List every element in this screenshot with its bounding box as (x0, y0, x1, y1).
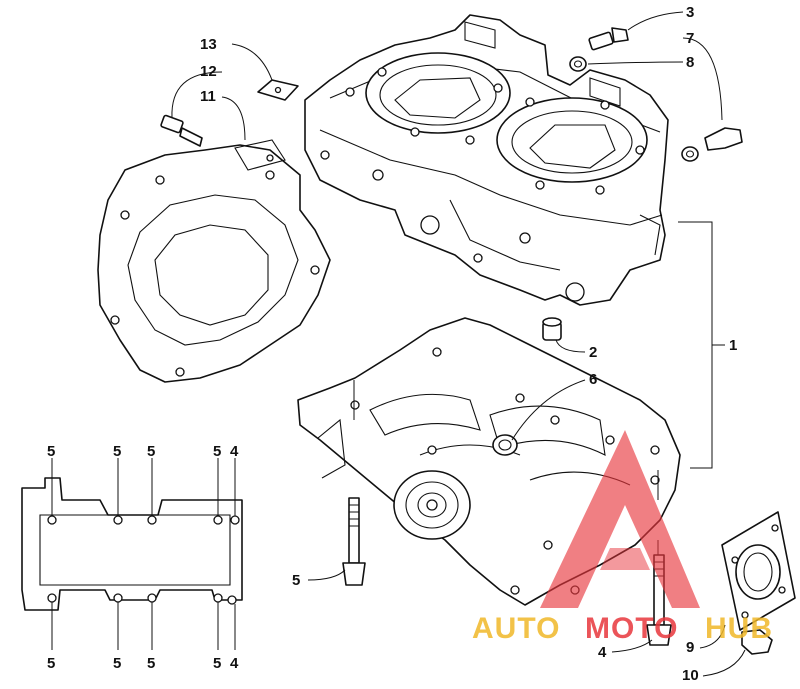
watermark-auto: AUTO (472, 612, 560, 645)
leader-lines (171, 11, 746, 677)
flange-plate-9 (721, 511, 796, 631)
callout-3: 3 (686, 4, 694, 21)
callout-9: 9 (686, 639, 694, 656)
callouts: 3 7 8 13 12 11 1 2 6 5 4 9 10 (200, 4, 737, 684)
callout-13: 13 (200, 36, 217, 53)
upper-crankcase (304, 14, 669, 306)
crankcase-cover (97, 139, 331, 383)
dowel-pin-2 (542, 317, 562, 341)
inset-top-label-1: 5 (47, 443, 55, 460)
group-1-bracket (678, 221, 725, 469)
inset-bottom-label-2: 5 (113, 655, 121, 672)
bearing-locator-6 (492, 434, 518, 456)
inset-bottom-label-3: 5 (147, 655, 155, 672)
inset-bottom-label-4: 5 (213, 655, 221, 672)
callout-12: 12 (200, 63, 217, 80)
bolt-5-lower (342, 497, 366, 586)
bolt-pattern-inset: 5 5 5 5 4 5 5 5 5 4 (21, 443, 243, 672)
inset-bottom-label-1: 5 (47, 655, 55, 672)
callout-4: 4 (598, 644, 607, 661)
screw-12 (160, 114, 203, 147)
screw-7 (704, 127, 743, 151)
watermark-logo: AUTO MOTO HUB (472, 430, 773, 645)
callout-2: 2 (589, 344, 597, 361)
inset-bottom-label-5: 4 (230, 655, 239, 672)
callout-5: 5 (292, 572, 300, 589)
washer-8-upper (569, 56, 587, 72)
callout-6: 6 (589, 371, 597, 388)
watermark-moto: MOTO (585, 612, 678, 645)
inset-top-label-3: 5 (147, 443, 155, 460)
callout-7: 7 (686, 30, 694, 47)
callout-1: 1 (729, 337, 737, 354)
callout-10: 10 (682, 667, 699, 684)
callout-8: 8 (686, 54, 694, 71)
washer-8-lower (681, 146, 699, 162)
callout-11: 11 (200, 88, 216, 105)
watermark-hub: HUB (705, 612, 773, 645)
inset-top-label-5: 4 (230, 443, 239, 460)
inset-top-label-2: 5 (113, 443, 121, 460)
plug-screw-3 (588, 27, 629, 51)
inset-top-label-4: 5 (213, 443, 221, 460)
bracket-13 (257, 79, 299, 101)
screw-10 (741, 629, 773, 655)
